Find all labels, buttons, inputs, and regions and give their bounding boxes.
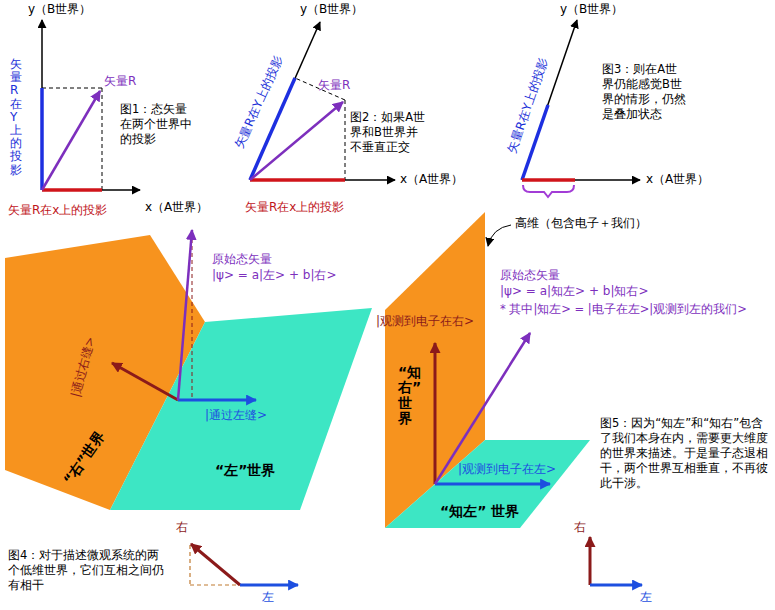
projection-label: 矢量R在x上的投影	[8, 203, 107, 219]
basis-label: |通过左缝>	[205, 408, 267, 424]
figure-caption: 图5：因为“知左”和“知右”包含了我们本身在内，需要更大维度的世界来描述。于是量…	[600, 416, 768, 491]
vector-label: 原始态矢量	[500, 268, 560, 284]
projection-label: 矢量R在Y上的投影	[505, 56, 552, 155]
vector-label: 矢量R	[318, 78, 350, 94]
axis-label: y（B世界）	[560, 2, 623, 18]
projection-label: 矢量R在Y上的投影	[232, 54, 287, 151]
world-name: “左”世界	[215, 462, 275, 480]
callout-label: 高维（包含电子＋我们）	[515, 216, 647, 232]
axis-label: y（B世界）	[28, 2, 91, 18]
basis-label: |通过右缝>	[68, 335, 99, 399]
world-plane: “右”世界	[5, 235, 205, 510]
world-name: “知右” 世界	[398, 365, 412, 427]
axis-label: 右	[176, 520, 188, 536]
axis-label: x（A世界）	[400, 172, 463, 188]
state-formula: |ψ> = a|左> + b|右>	[212, 268, 337, 284]
world-plane: “知左” 世界	[385, 440, 590, 528]
plane-fill	[385, 440, 590, 528]
world-name: “知左” 世界	[440, 503, 519, 521]
projection-label: 矢量R在x上的投影	[245, 200, 344, 216]
vector-label: 矢量R	[104, 74, 136, 90]
figure-4-inset	[190, 544, 298, 585]
state-formula: |ψ> = a|知左> + b|知右>	[500, 284, 649, 300]
plane-shape	[5, 235, 205, 510]
figure-5-inset	[590, 537, 642, 585]
axis-label: 左	[640, 590, 652, 606]
basis-label: |观测到电子在左>	[458, 462, 556, 478]
world-plane: “知右” 世界	[385, 212, 485, 528]
figure-caption: 图1：态矢量在两个世界中的投影	[120, 102, 198, 147]
basis-label: |观测到电子在右>	[376, 314, 474, 330]
axis-label: x（A世界）	[145, 200, 208, 216]
axis-label: x（A世界）	[646, 172, 709, 188]
figure-caption: 图4：对于描述微观系统的两个低维世界，它们互相之间仍有相干	[8, 548, 168, 593]
figure-caption: 图3：则在A世界仍能感觉B世界的情形，仍然是叠加状态	[602, 62, 686, 122]
axis-label: 左	[262, 590, 274, 606]
axis-label: y（B世界）	[300, 2, 363, 18]
vector-label: 原始态矢量	[212, 252, 272, 268]
figure-2	[250, 22, 395, 180]
projection-label: 矢量R在Y上的投影	[10, 58, 22, 177]
figure-caption: 图2：如果A世界和B世界并不垂直正交	[350, 110, 428, 155]
state-note: * 其中|知左> = |电子在左>|观测到左的我们>	[500, 302, 747, 317]
axis-label: 右	[574, 520, 586, 536]
plane-fill	[110, 308, 372, 510]
world-name: “右”世界	[60, 429, 109, 489]
